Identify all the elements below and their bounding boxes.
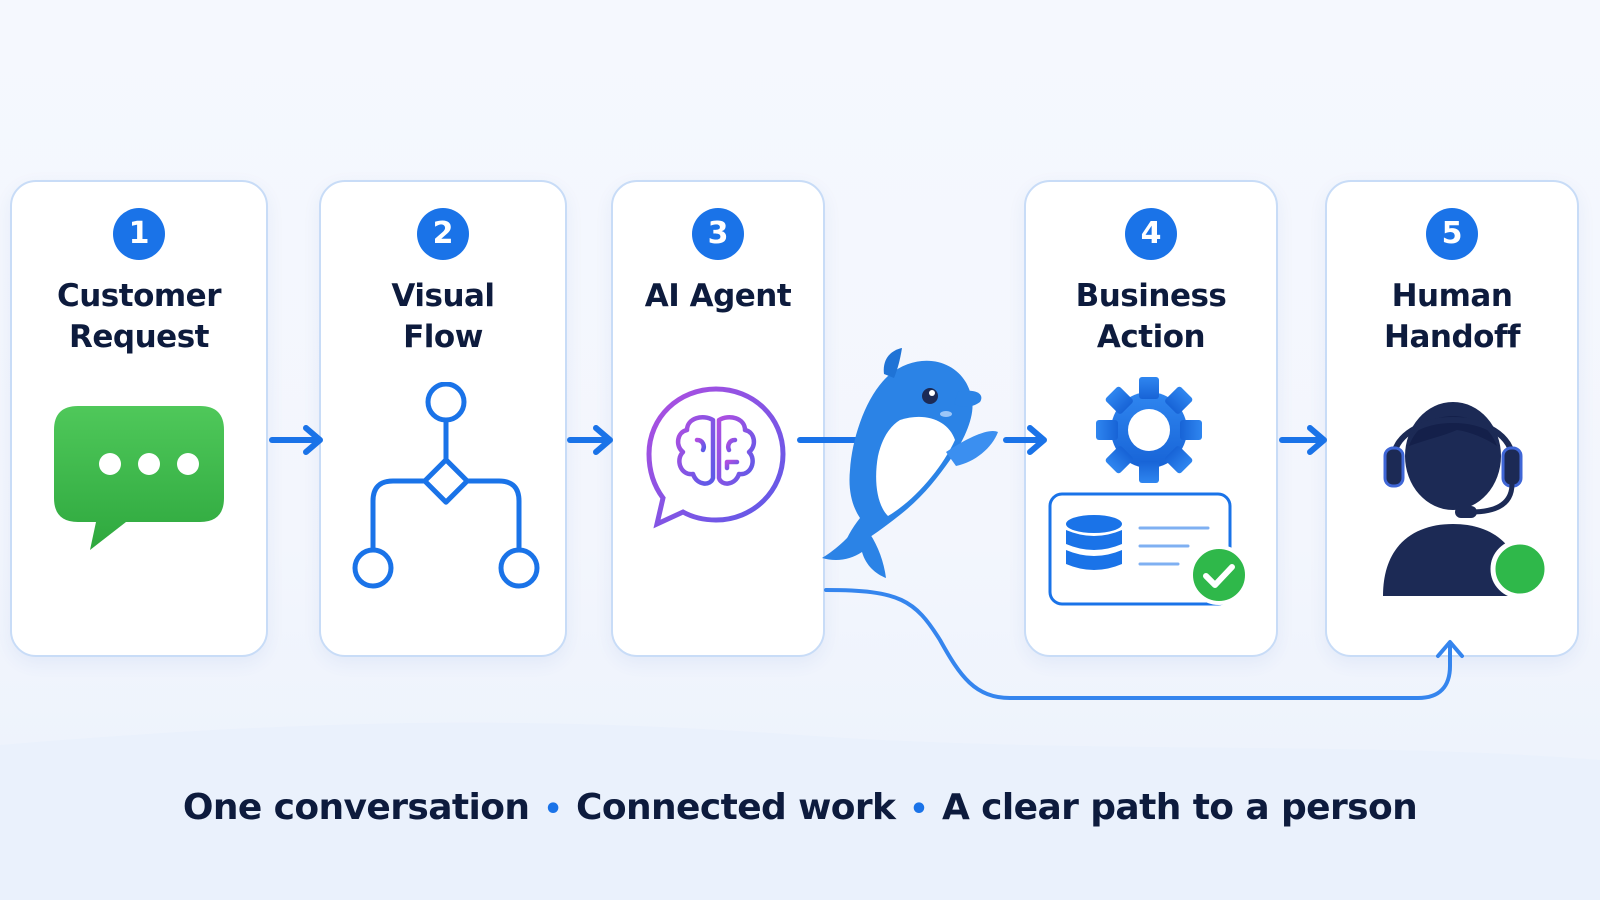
dolphin-mascot-icon [822,348,998,578]
tagline-part: A clear path to a person [941,787,1418,828]
step-title: Business Action [1026,276,1276,358]
step-title: Customer Request [12,276,266,358]
step-title-line: AI Agent [644,278,792,314]
step-title-line: Flow [403,319,483,355]
step-title-line: Business [1075,278,1227,314]
step-number-badge: 5 [1426,208,1478,260]
step-number-badge: 1 [113,208,165,260]
gear-icon [1096,377,1202,483]
arrow-right-icon [797,425,1047,455]
step-title-line: Visual [391,278,495,314]
chat-bubble-icon [54,406,224,550]
step-card-visual-flow: 2 Visual Flow [319,180,567,657]
step-number-badge: 3 [692,208,744,260]
step-card-human-handoff: 5 Human Handoff [1325,180,1579,657]
step-title: Visual Flow [321,276,565,358]
tagline-part: One conversation [182,787,530,828]
tagline: One conversation • Connected work • A clear … [0,787,1600,828]
step-number-badge: 4 [1125,208,1177,260]
tagline-separator: • [909,792,928,827]
arrow-right-icon [567,425,613,455]
online-status-icon [1490,539,1550,599]
step-title: Human Handoff [1327,276,1577,358]
step-title: AI Agent [613,276,823,317]
tagline-separator: • [543,792,563,827]
brain-chat-icon [646,386,786,529]
step-title-line: Customer [56,278,222,314]
step-title-line: Handoff [1384,319,1520,355]
arrow-right-icon [1279,425,1327,455]
handoff-connector-arrow [824,588,1464,700]
step-number-badge: 2 [417,208,469,260]
tagline-part: Connected work [576,787,896,828]
check-badge-icon [1189,545,1249,605]
agent-headset-icon [1383,402,1523,596]
step-card-business-action: 4 Business Action [1024,180,1278,657]
step-title-line: Action [1096,319,1206,355]
flowchart-icon [352,382,540,589]
arrow-right-icon [269,425,323,455]
step-card-customer-request: 1 Customer Request [10,180,268,657]
database-record-icon [1048,492,1232,606]
step-title-line: Human [1391,278,1513,314]
step-title-line: Request [69,319,209,355]
step-card-ai-agent: 3 AI Agent [611,180,825,657]
